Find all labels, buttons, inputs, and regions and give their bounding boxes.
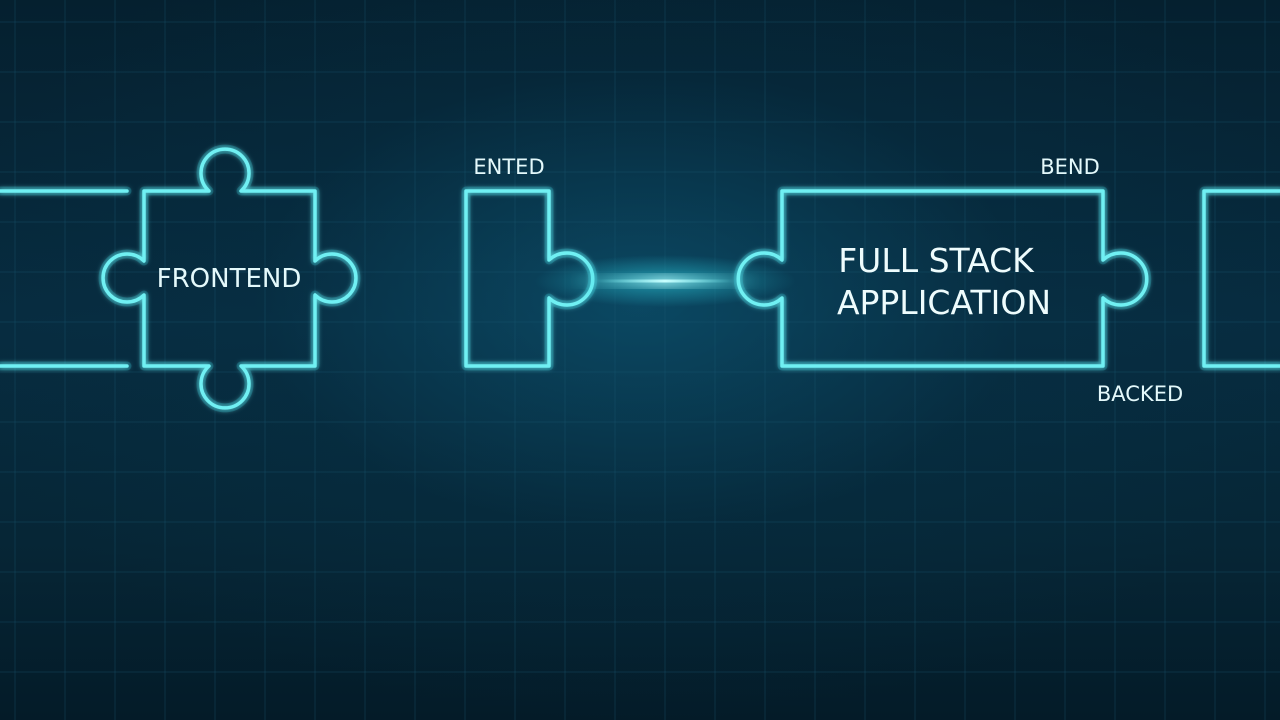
- application-top-tag: BEND: [1040, 155, 1100, 179]
- application-label-line1: FULL STACK: [838, 241, 1035, 280]
- application-bottom-tag: BACKED: [1097, 382, 1183, 406]
- application-piece: FULL STACK APPLICATION BEND BACKED: [733, 155, 1183, 406]
- connection-beam: [535, 255, 795, 307]
- connector-label: ENTED: [473, 155, 544, 179]
- frontend-label: FRONTEND: [157, 264, 302, 294]
- frontend-piece: FRONTEND: [98, 144, 361, 413]
- right-edge-piece: [1199, 186, 1280, 371]
- application-label-line2: APPLICATION: [837, 283, 1051, 322]
- left-edge-piece: [0, 186, 132, 371]
- connector-piece: ENTED: [461, 155, 598, 371]
